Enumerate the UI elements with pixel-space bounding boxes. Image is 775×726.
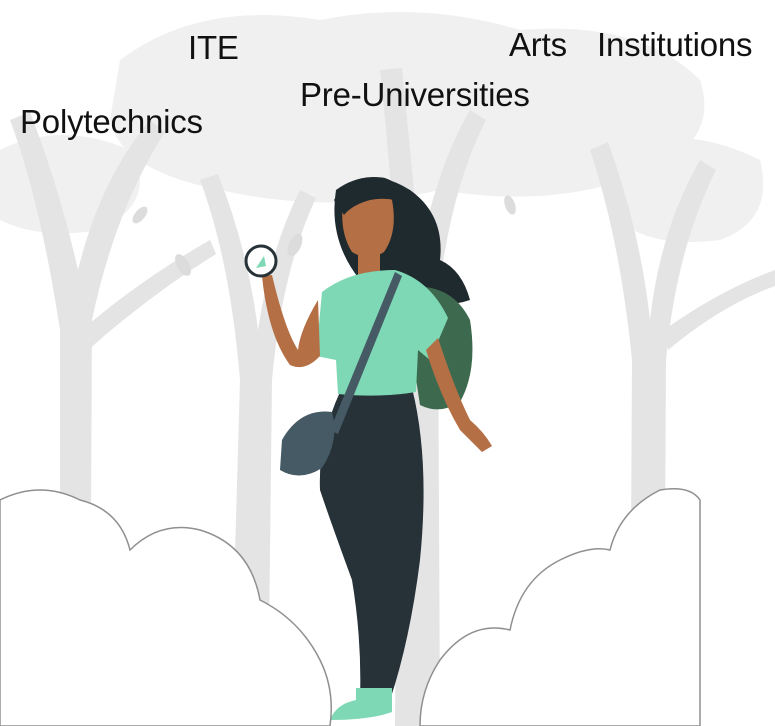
cloud-right	[419, 488, 701, 726]
compass-icon	[244, 244, 278, 278]
label-polytechnics: Polytechnics	[20, 103, 203, 140]
cloud-left	[0, 489, 332, 726]
girl-figure	[262, 176, 492, 720]
label-institutions: Institutions	[597, 26, 753, 63]
label-ite: ITE	[188, 29, 239, 66]
leaves	[132, 195, 516, 276]
label-pre-universities: Pre-Universities	[300, 76, 530, 113]
label-arts: Arts	[509, 26, 567, 63]
